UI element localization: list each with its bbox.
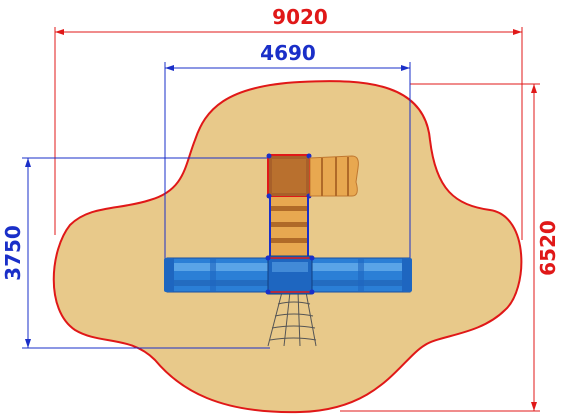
structure-height-dimension <box>22 157 272 349</box>
structure-height-label: 3750 <box>1 225 25 281</box>
tower-deck <box>266 153 312 199</box>
structure-width-label: 4690 <box>260 41 316 65</box>
overall-height-dimension <box>340 83 540 412</box>
crawl-tube <box>164 255 412 295</box>
slide <box>309 155 359 197</box>
overall-width-dimension <box>54 27 523 240</box>
overall-height-label: 6520 <box>536 220 560 276</box>
overall-width-label: 9020 <box>272 5 328 29</box>
climbing-net <box>267 291 317 347</box>
ladder-bridge <box>269 197 309 258</box>
structure-width-dimension <box>164 62 411 262</box>
